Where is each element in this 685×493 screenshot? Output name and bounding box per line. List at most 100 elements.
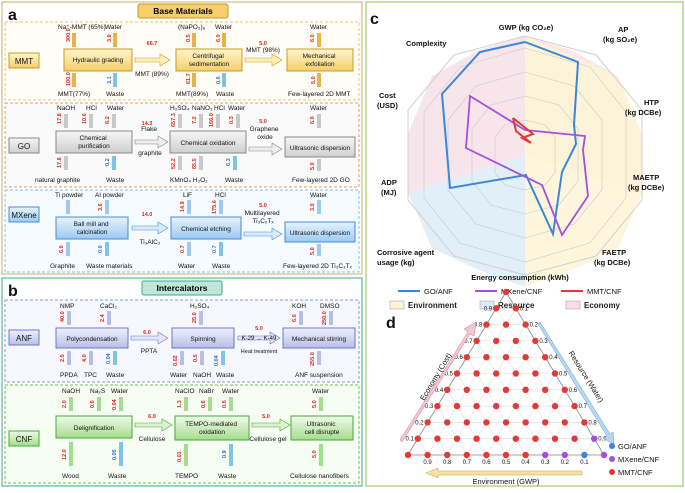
ternary-point bbox=[453, 402, 461, 410]
axis-adp: ADP (MJ) bbox=[381, 178, 399, 197]
ternary-point bbox=[493, 435, 500, 442]
go-in5: NaNO₃ bbox=[192, 105, 213, 112]
axis-faetp-line1: FAETP bbox=[602, 248, 626, 257]
mxene-box3-text: Ultrasonic dispersion bbox=[290, 230, 351, 237]
go-in7-arrow bbox=[236, 114, 240, 128]
go-in7: Water bbox=[228, 105, 246, 112]
anf-arrow1 bbox=[130, 331, 169, 345]
cnf-in4-val: 1.3 bbox=[177, 400, 183, 408]
ternary-point bbox=[404, 451, 412, 459]
ternary-point bbox=[542, 419, 549, 426]
cnf-box1 bbox=[55, 415, 133, 439]
mxene-arrow2-line2: Ti₃C₂Tₓ bbox=[252, 218, 274, 225]
legend-mmt-cnf: MMT/CNF bbox=[587, 287, 622, 296]
ternary-point bbox=[444, 451, 451, 459]
environment-axis-arrow bbox=[425, 467, 583, 479]
go-box1-text: Chemical purification bbox=[78, 135, 110, 150]
cnf-arrow2 bbox=[251, 418, 291, 432]
ternary-point bbox=[424, 451, 431, 459]
mxene-box2-text: Chemical etching bbox=[181, 226, 231, 233]
mxene-box3 bbox=[284, 221, 356, 243]
go-arrow1-line1: Flake bbox=[141, 126, 157, 133]
tern-legend-mxene-cnf: MXene/CNF bbox=[618, 455, 660, 464]
anf-arrow2-sub: Heat treatment bbox=[241, 349, 278, 355]
axis-cost-line1: Cost bbox=[379, 91, 396, 100]
ternary-tick-left: 0.6 bbox=[454, 355, 463, 361]
ternary-point bbox=[522, 419, 529, 426]
band-environment-swatch bbox=[389, 300, 405, 310]
axis-maetp-line2: (kg DCBe) bbox=[628, 183, 665, 192]
band-economy-swatch bbox=[565, 300, 581, 310]
ternary-gridline bbox=[427, 308, 517, 456]
go-in2-val: 10.6 bbox=[82, 113, 88, 124]
go-waste-arrow bbox=[112, 156, 116, 170]
mxene-arrow2-val: 5.0 bbox=[259, 203, 267, 209]
axis-maetp-line1: MAETP bbox=[633, 173, 659, 182]
mmt-waste2-val: 0.6 bbox=[216, 76, 222, 84]
ternary-tick-left: 0.3 bbox=[425, 404, 434, 410]
mmt-in5-val: 6.0 bbox=[310, 34, 316, 42]
ternary-point bbox=[424, 419, 431, 426]
tern-legend-mmt-cnf: MMT/CNF bbox=[618, 468, 653, 477]
cnf-waste2-val: 0.9 bbox=[222, 450, 228, 458]
radar-outline bbox=[407, 35, 643, 276]
mxene-label-box bbox=[8, 206, 40, 223]
panel-d-letter: d bbox=[386, 315, 396, 332]
ternary-tick-right: 0.7 bbox=[579, 404, 588, 410]
mmt-in3-val: 0.5 bbox=[186, 34, 192, 42]
mmt-waste-val: 3.1 bbox=[107, 76, 113, 84]
ternary-dots bbox=[404, 288, 608, 459]
anf-in1-arrow bbox=[67, 311, 71, 325]
anf-in3: H₂SO₄ bbox=[190, 303, 210, 310]
cnf-in2: Na₂S bbox=[90, 388, 106, 395]
mxene-in1-arrow bbox=[66, 200, 70, 214]
axis-corrosive-line2: usage (kg) bbox=[377, 258, 415, 267]
mmt-in1-arrow bbox=[72, 33, 76, 47]
anf-w3: Waste bbox=[216, 372, 235, 379]
cnf-waste-val: 0.05 bbox=[112, 449, 118, 460]
ternary-tick-right: 0.6 bbox=[569, 388, 578, 394]
tern-legend-go-anf: GO/ANF bbox=[618, 442, 647, 451]
mmt-arrow1-val: 66.7 bbox=[147, 41, 158, 47]
go-in2: HCl bbox=[86, 105, 97, 112]
go-in1-arrow bbox=[64, 114, 68, 128]
cnf-in2-val: 0.6 bbox=[90, 400, 96, 408]
anf-box3 bbox=[282, 327, 356, 349]
series-mmt-cnf bbox=[512, 117, 536, 144]
anf-w1-val: 0.02 bbox=[173, 355, 179, 366]
mmt-arrow1 bbox=[134, 53, 171, 67]
mxene-in4-arrow bbox=[219, 200, 223, 214]
mxene-arrow1-label: Ti₃AlC₂ bbox=[140, 239, 161, 246]
anf-in1-val: 40.0 bbox=[60, 311, 66, 322]
go-oxid-val2: 65.5 bbox=[192, 158, 198, 169]
mmt-box2-text: Centrifugal sedimentation bbox=[189, 53, 230, 68]
go-box1-line1: Chemical bbox=[80, 135, 108, 142]
intercalators-title: Intercalators bbox=[156, 283, 207, 293]
mxene-box2 bbox=[170, 216, 242, 240]
anf-label: ANF bbox=[16, 334, 32, 343]
mxene-in5-arrow bbox=[317, 200, 321, 214]
mmt-arrow2 bbox=[244, 53, 283, 67]
anf-product: ANF suspension bbox=[295, 372, 343, 379]
ternary-point bbox=[551, 402, 559, 410]
anf-arrow2-label: K-29 → K-49 bbox=[242, 336, 277, 342]
ternary-point bbox=[493, 370, 500, 377]
cnf-in3-val: 0.04 bbox=[112, 398, 118, 410]
legend-mxene-cnf: MXene/CNF bbox=[501, 287, 543, 296]
axis-faetp-line2: (kg DCBe) bbox=[594, 258, 631, 267]
cnf-arrow1-label: Cellulose bbox=[139, 436, 166, 443]
mxene-in2-arrow bbox=[105, 200, 109, 214]
go-arrow2-label: Graphene oxide bbox=[250, 126, 281, 141]
go-in7-val: 0.3 bbox=[229, 116, 235, 124]
ternary-gridline bbox=[495, 308, 585, 456]
mmt-out1-val: 100.0 bbox=[66, 72, 72, 86]
mmt-waste-arrow bbox=[113, 73, 117, 87]
anf-arrow2 bbox=[237, 331, 281, 345]
panel-b-letter: b bbox=[8, 283, 18, 300]
axis-corrosive-line1: Corrosive agent bbox=[377, 248, 435, 257]
go-box1-line2: purification bbox=[78, 143, 110, 150]
anf-in5-val: 250.0 bbox=[322, 311, 328, 325]
ternary-point bbox=[502, 386, 510, 393]
ternary-point bbox=[551, 435, 559, 442]
